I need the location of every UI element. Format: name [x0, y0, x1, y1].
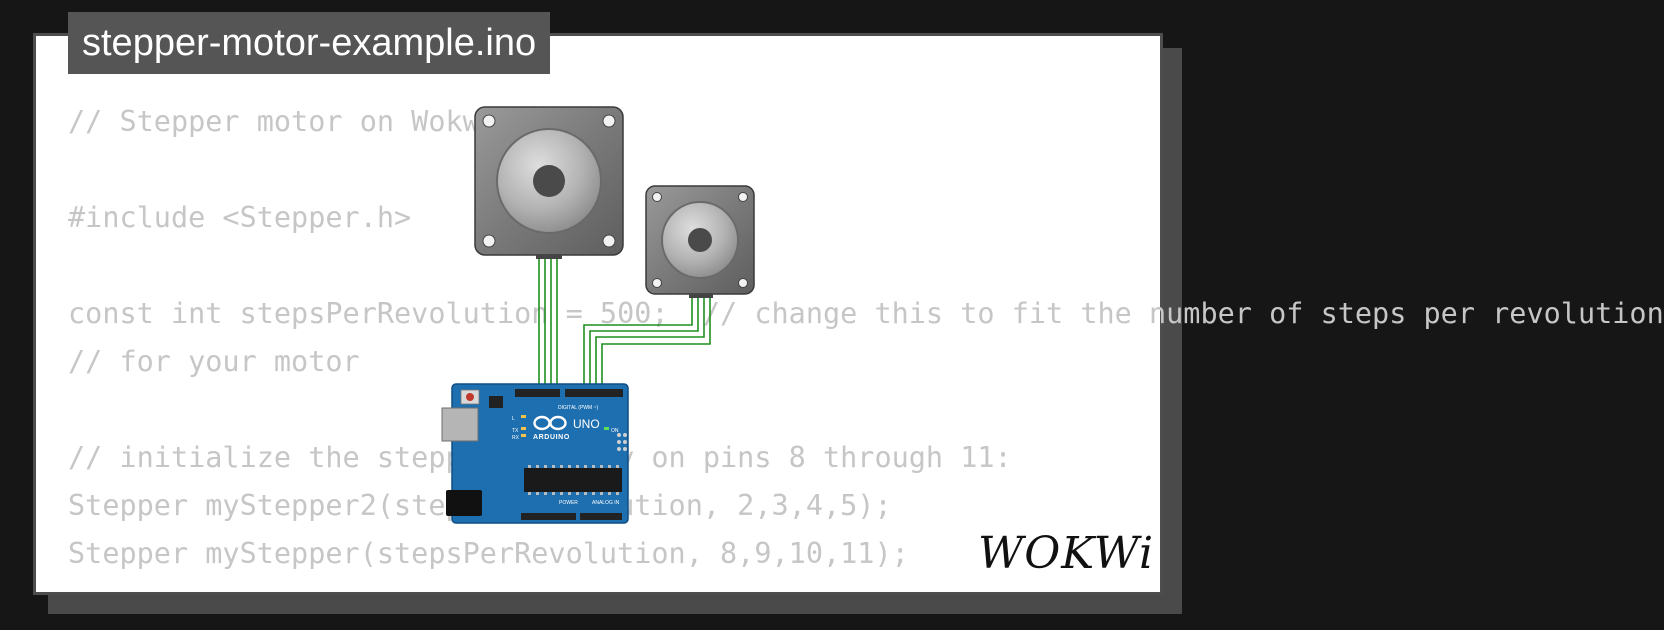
- wires-large-motor: [538, 256, 558, 392]
- project-file-title: stepper-motor-example.ino: [68, 12, 551, 74]
- stepper-motor-icon[interactable]: [645, 185, 755, 298]
- code-line: // for your motor: [68, 345, 360, 378]
- on-led-label: ON: [611, 428, 619, 434]
- l-led-label: L: [512, 416, 515, 422]
- analog-pins-label: ANALOG IN: [592, 500, 620, 506]
- wokwi-logo-text: WOKWi: [978, 528, 1154, 579]
- code-line: const int stepsPerRevolution = 500; // c…: [68, 297, 1664, 330]
- code-line: #include <Stepper.h>: [68, 201, 412, 234]
- digital-pins-label: DIGITAL (PWM ~): [558, 405, 598, 411]
- wires-small-motor: [583, 294, 711, 392]
- power-pins-label: POWER: [559, 500, 578, 506]
- arduino-uno-icon[interactable]: UNO ARDUINO DIGITAL (PWM ~) ANALOG IN PO…: [441, 383, 629, 524]
- circuit-diagram: UNO ARDUINO DIGITAL (PWM ~) ANALOG IN PO…: [441, 106, 755, 524]
- board-brand-label: ARDUINO: [533, 434, 570, 441]
- code-line: Stepper myStepper(stepsPerRevolution, 8,…: [68, 537, 909, 570]
- wokwi-logo: WOKWi: [978, 528, 1154, 579]
- tx-led-label: TX: [512, 428, 519, 434]
- code-preview: // Stepper motor on Wokwi!#include <Step…: [68, 98, 1664, 578]
- board-model-label: UNO: [573, 417, 600, 431]
- stepper-motor-icon[interactable]: [474, 106, 624, 259]
- rx-led-label: RX: [512, 435, 520, 441]
- arduino-logo-icon: [533, 415, 567, 431]
